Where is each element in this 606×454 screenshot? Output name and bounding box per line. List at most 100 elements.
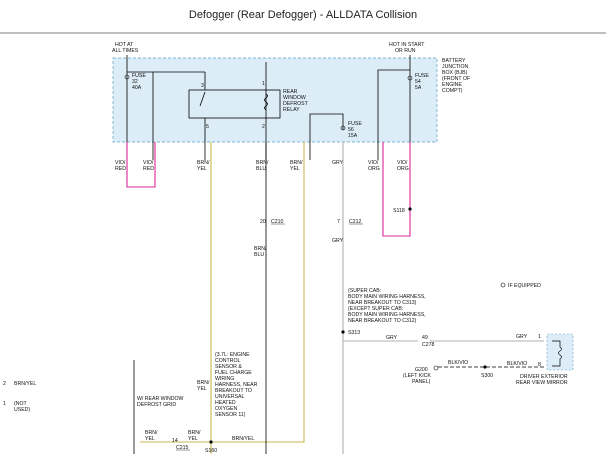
- supercab-note: (SUPER CAB: BODY MAIN WIRING HARNESS, NE…: [348, 288, 426, 324]
- svg-text:BRN/: BRN/: [254, 246, 267, 252]
- wire-label-brn-yel-2: BRN/YEL: [290, 160, 303, 172]
- svg-text:VIO/: VIO/: [115, 160, 126, 166]
- left-pin1: 1: [3, 401, 6, 407]
- wire-label-vio-red-2: VIO/RED: [143, 160, 154, 172]
- svg-text:BODY MAIN WIRING HARNESS,: BODY MAIN WIRING HARNESS,: [348, 312, 426, 318]
- svg-text:56: 56: [348, 127, 354, 133]
- svg-text:FUSE: FUSE: [132, 73, 146, 79]
- svg-text:(3.7L: ENGINE: (3.7L: ENGINE: [215, 352, 250, 358]
- blk-vio-g-label: BLK/VIO: [448, 360, 468, 366]
- s300-splice: [483, 365, 487, 369]
- c212-label: C212: [349, 219, 362, 225]
- svg-text:FUSE: FUSE: [415, 73, 429, 79]
- if-equipped-label: IF EQUIPPED: [508, 283, 541, 289]
- s118-label: S118: [393, 208, 405, 214]
- s313-label: S313: [348, 330, 360, 336]
- svg-text:USED): USED): [14, 407, 30, 413]
- relay-pin2: 2: [262, 124, 265, 130]
- s160-label: S160: [205, 448, 217, 454]
- svg-text:OR RUN: OR RUN: [395, 48, 416, 54]
- svg-text:RELAY: RELAY: [283, 107, 300, 113]
- svg-text:RED: RED: [143, 166, 154, 172]
- svg-text:BRN/: BRN/: [256, 160, 269, 166]
- svg-text:SENSOR &: SENSOR &: [215, 364, 242, 370]
- wire-label-brn-blu: BRN/BLU: [256, 160, 269, 172]
- page-title: Defogger (Rear Defogger) - ALLDATA Colli…: [188, 9, 418, 21]
- svg-text:WIRING: WIRING: [215, 376, 234, 382]
- svg-text:NEAR BREAKOUT TO C313): NEAR BREAKOUT TO C313): [348, 300, 417, 306]
- fuse32-symbol: [124, 74, 130, 80]
- fuse56-feed: [309, 113, 344, 160]
- engine-note: (3.7L: ENGINE CONTROL SENSOR & FUEL CHAR…: [215, 352, 258, 418]
- bottom-brn-yel-label: BRN/ YEL: [145, 430, 158, 442]
- wire-label-vio-org-1: VIO/ORG: [368, 160, 380, 172]
- svg-text:VIO/: VIO/: [368, 160, 379, 166]
- c210-label: C210: [271, 219, 284, 225]
- relay-label: REAR WINDOW DEFROST RELAY: [283, 89, 309, 113]
- svg-text:BRN/: BRN/: [290, 160, 303, 166]
- relay-pin5: 5: [206, 124, 209, 130]
- svg-text:BRN/: BRN/: [197, 380, 210, 386]
- svg-text:SENSOR 11): SENSOR 11): [215, 412, 246, 418]
- battery-junction-box: [112, 57, 438, 143]
- fuse54-symbol: [407, 75, 413, 81]
- relay-switch: [199, 91, 206, 107]
- wire-label-gry-c278: GRY: [386, 335, 398, 341]
- svg-text:BRN/: BRN/: [145, 430, 158, 436]
- wire-label-gry-mid: GRY: [332, 238, 344, 244]
- mirror-heater-element: [552, 340, 562, 367]
- svg-text:COMPT): COMPT): [442, 88, 463, 94]
- svg-text:BREAKOUT TO: BREAKOUT TO: [215, 388, 252, 394]
- svg-text:CONTROL: CONTROL: [215, 358, 240, 364]
- left-brn-yel-label: BRN/YEL: [14, 381, 36, 387]
- s160-splice: [209, 440, 213, 444]
- c210-pin: 20: [260, 219, 266, 225]
- mirror-pin8: 8: [538, 362, 541, 368]
- svg-text:WINDOW: WINDOW: [283, 95, 306, 101]
- svg-text:40A: 40A: [132, 85, 142, 91]
- svg-text:FUSE: FUSE: [348, 121, 362, 127]
- svg-text:(SUPER CAB:: (SUPER CAB:: [348, 288, 381, 294]
- c278-pin: 49: [422, 335, 428, 341]
- wire-label-vio-red-1: VIO/RED: [115, 160, 126, 172]
- left-pin2: 2: [3, 381, 6, 387]
- svg-text:HEATED: HEATED: [215, 400, 236, 406]
- svg-text:ENGINE: ENGINE: [442, 82, 462, 88]
- wire-label-brn-yel-1: BRN/YEL: [197, 160, 210, 172]
- mirror-gry-label: GRY: [516, 334, 528, 340]
- svg-text:HOT AT: HOT AT: [115, 42, 134, 48]
- g200-ground: [433, 365, 439, 371]
- svg-text:BLU: BLU: [254, 252, 264, 258]
- fuse56-label: FUSE 56 15A: [348, 121, 362, 139]
- brn-yel-wire-fuse56: [211, 142, 305, 443]
- svg-text:REAR: REAR: [283, 89, 298, 95]
- svg-text:UNIVERSAL: UNIVERSAL: [215, 394, 245, 400]
- svg-text:BRN/: BRN/: [197, 160, 210, 166]
- svg-text:NEAR BREAKOUT TO C312): NEAR BREAKOUT TO C312): [348, 318, 417, 324]
- svg-text:FUEL CHARGE: FUEL CHARGE: [215, 370, 252, 376]
- wire-label-brn-blu-2: BRN/BLU: [254, 246, 267, 258]
- svg-text:ALL TIMES: ALL TIMES: [112, 48, 139, 54]
- svg-text:(FRONT OF: (FRONT OF: [442, 76, 470, 82]
- svg-text:VIO/: VIO/: [143, 160, 154, 166]
- svg-text:RED: RED: [115, 166, 126, 172]
- defrost-grid-label: W/ REAR WINDOW DEFROST GRID: [137, 396, 183, 408]
- svg-text:YEL: YEL: [197, 386, 207, 392]
- hot-in-start-label: HOT IN START OR RUN: [389, 42, 425, 54]
- svg-text:ORG: ORG: [397, 166, 409, 172]
- svg-text:YEL: YEL: [290, 166, 300, 172]
- svg-text:BRN/: BRN/: [188, 430, 201, 436]
- svg-text:JUNCTION: JUNCTION: [442, 64, 468, 70]
- c215-pin: 14: [172, 438, 178, 444]
- s300-label: S300: [481, 373, 493, 379]
- svg-text:YEL: YEL: [145, 436, 155, 442]
- mirror-blkvio-label: BLK/VIO: [507, 361, 527, 367]
- mirror-pin1: 1: [538, 334, 541, 340]
- svg-text:(NOT: (NOT: [14, 401, 28, 407]
- svg-text:BLU: BLU: [256, 166, 266, 172]
- svg-text:VIO/: VIO/: [397, 160, 408, 166]
- wire-label-vio-org-2: VIO/ORG: [397, 160, 409, 172]
- vio-org-loop: [382, 142, 411, 237]
- svg-text:DEFROST GRID: DEFROST GRID: [137, 402, 176, 408]
